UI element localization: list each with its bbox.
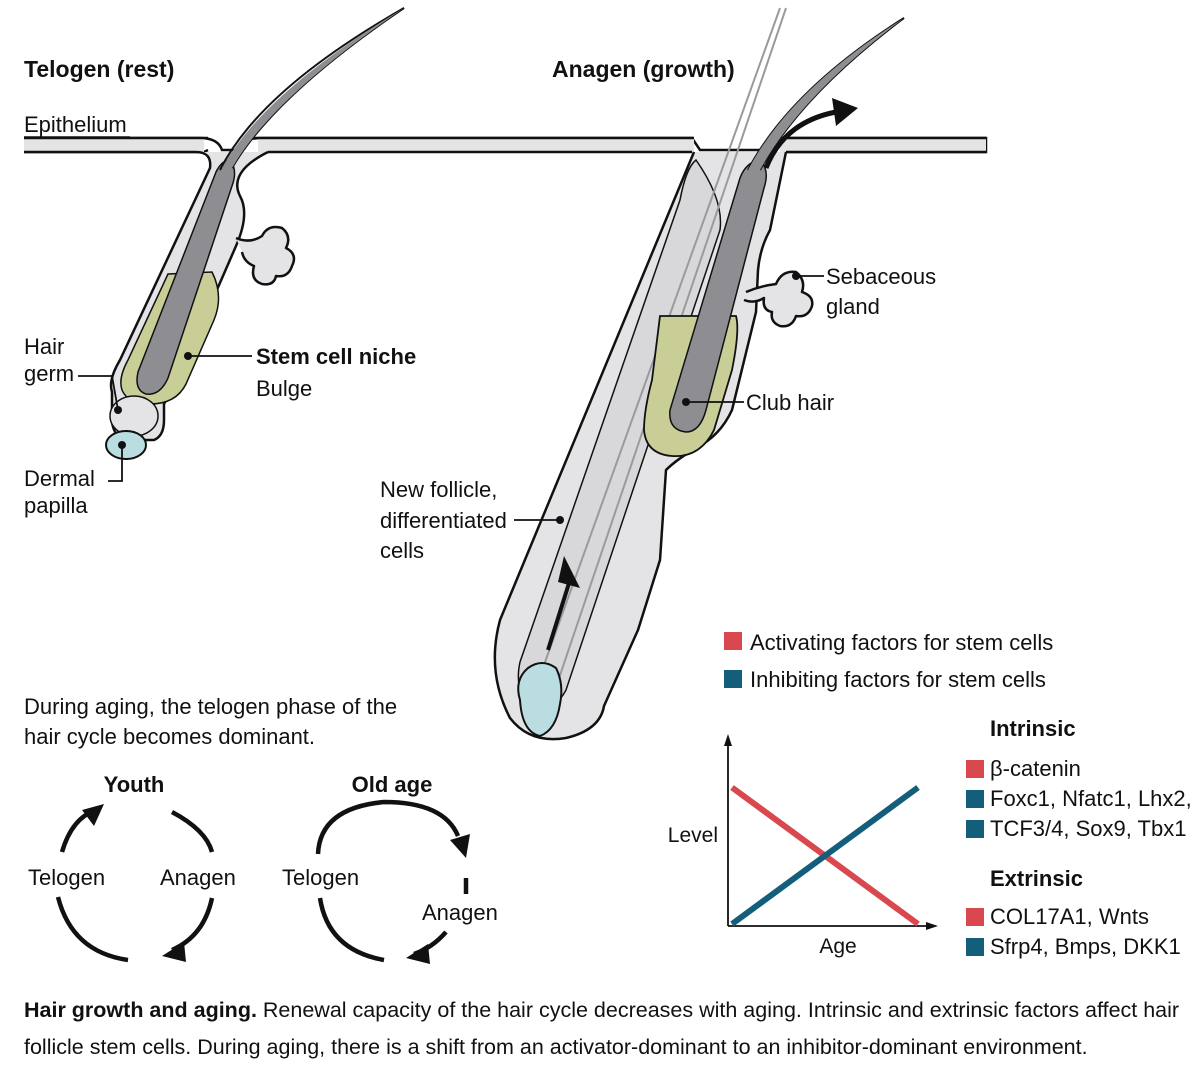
sebaceous-label-1: Sebaceous [826,264,936,289]
anagen-heading: Anagen (growth) [552,56,735,82]
anagen-follicle [493,7,905,741]
aging-note-line2: hair cycle becomes dominant. [24,724,315,749]
intrinsic-swatch [966,790,984,808]
figure-caption: Hair growth and aging. Renewal capacity … [24,992,1184,1066]
factors: Intrinsic β-catenin Foxc1, Nfatc1, Lhx2,… [966,716,1192,959]
extrinsic-text: Sfrp4, Bmps, DKK1 [990,934,1181,959]
intrinsic-text: TCF3/4, Sox9, Tbx1 [990,816,1186,841]
intrinsic-item: Foxc1, Nfatc1, Lhx2, [966,786,1192,811]
intrinsic-swatch [966,760,984,778]
intrinsic-text: Foxc1, Nfatc1, Lhx2, [990,786,1192,811]
dermal-papilla-label-2: papilla [24,493,88,518]
y-axis-label: Level [668,824,718,847]
legend-inhibiting-label: Inhibiting factors for stem cells [750,667,1046,692]
old-age-telogen-label: Telogen [282,865,359,890]
dermal-papilla-label-1: Dermal [24,466,95,491]
extrinsic-item: COL17A1, Wnts [966,904,1149,929]
extrinsic-title: Extrinsic [990,866,1083,891]
extrinsic-item: Sfrp4, Bmps, DKK1 [966,934,1181,959]
intrinsic-item: β-catenin [966,756,1081,781]
legend-activating-swatch [724,632,742,650]
youth-anagen-label: Anagen [160,865,236,890]
intrinsic-title: Intrinsic [990,716,1076,741]
new-follicle-label-3: cells [380,538,424,563]
legend-activating-label: Activating factors for stem cells [750,630,1053,655]
old-age-cycle: Old age Telogen Anagen [282,772,498,964]
legend: Activating factors for stem cells Inhibi… [724,630,1053,692]
old-age-anagen-label: Anagen [422,900,498,925]
sebaceous-label-2: gland [826,294,880,319]
inhibiting-series-line [730,785,920,927]
new-follicle-label-1: New follicle, [380,477,497,502]
intrinsic-swatch [966,820,984,838]
hair-germ-label-1: Hair [24,334,64,359]
youth-telogen-label: Telogen [28,865,105,890]
stem-cell-niche-label: Stem cell niche [256,344,416,369]
level-vs-age-chart: Level Age [668,734,938,958]
club-hair-label: Club hair [746,390,834,415]
epithelium-surface [24,136,988,154]
intrinsic-text: β-catenin [990,756,1081,781]
youth-title: Youth [104,772,165,797]
intrinsic-item: TCF3/4, Sox9, Tbx1 [966,816,1186,841]
old-age-title: Old age [352,772,433,797]
epithelium-label: Epithelium [24,112,127,137]
extrinsic-swatch [966,938,984,956]
extrinsic-swatch [966,908,984,926]
aging-note-line1: During aging, the telogen phase of the [24,694,397,719]
youth-cycle: Youth Telogen Anagen [28,772,236,963]
telogen-heading: Telogen (rest) [24,56,174,82]
extrinsic-text: COL17A1, Wnts [990,904,1149,929]
x-axis-label: Age [819,935,856,958]
caption-text: Renewal capacity of the hair cycle decre… [24,998,1180,1059]
telogen-follicle [105,7,405,460]
new-follicle-label-2: differentiated [380,508,507,533]
caption-title: Hair growth and aging. [24,998,257,1022]
bulge-label: Bulge [256,376,312,401]
hair-germ-label-2: germ [24,361,74,386]
legend-inhibiting-swatch [724,670,742,688]
